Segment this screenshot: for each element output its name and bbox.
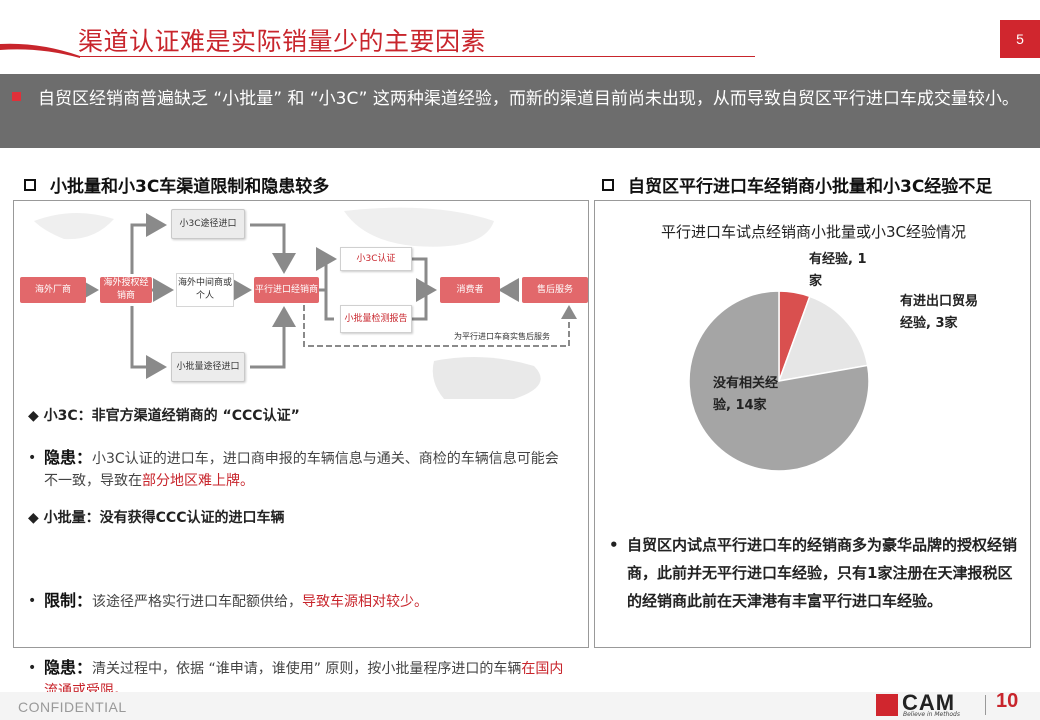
node-overseas-middleman: 海外中间商或个人 — [176, 273, 234, 307]
footer-divider — [985, 695, 986, 715]
diagram-note: 为平行进口车商实售后服务 — [454, 332, 550, 341]
right-section-heading: 自贸区平行进口车经销商小批量和小3C经验不足 — [602, 172, 992, 197]
diamond-bullet-icon: ◆ — [28, 408, 39, 424]
left-section-heading: 小批量和小3C车渠道限制和隐患较多 — [24, 172, 329, 197]
node-small-batch-report: 小批量检测报告 — [340, 305, 412, 333]
node-ccc-cert: 小3C认证 — [340, 247, 412, 271]
summary-text: 自贸区经销商普遍缺乏 “小批量” 和 “小3C” 这两种渠道经验，而新的渠道目前… — [38, 89, 1019, 109]
pie-slice-no-experience — [688, 290, 870, 472]
pie-label-experienced: 有经验, 1家 — [809, 252, 867, 289]
channel-flow-diagram: 海外厂商 海外授权经销商 海外中间商或个人 小3C途径进口 小批量途径进口 平行… — [14, 201, 590, 401]
confidential-label: CONFIDENTIAL — [18, 699, 127, 715]
right-section-heading-text: 自贸区平行进口车经销商小批量和小3C经验不足 — [628, 177, 993, 197]
summary-banner: 自贸区经销商普遍缺乏 “小批量” 和 “小3C” 这两种渠道经验，而新的渠道目前… — [0, 74, 1040, 148]
small-batch-heading: ◆ 小批量：没有获得CCC认证的进口车辆 — [28, 510, 285, 526]
node-overseas-dealer: 海外授权经销商 — [100, 277, 152, 303]
node-small-batch-route: 小批量途径进口 — [171, 352, 245, 382]
experience-pie-chart — [688, 290, 870, 472]
risk-item-1: • 隐患：小3C认证的进口车，进口商申报的车辆信息与通关、商检的车辆信息可能会不… — [28, 448, 559, 489]
left-panel: 海外厂商 海外授权经销商 海外中间商或个人 小3C途径进口 小批量途径进口 平行… — [13, 200, 590, 699]
node-parallel-dealer: 平行进口经销商 — [254, 277, 319, 303]
node-overseas-maker: 海外厂商 — [20, 277, 86, 303]
diagram-background — [34, 207, 577, 399]
diamond-bullet-icon: ◆ — [28, 510, 39, 526]
cam-logo-icon — [876, 694, 898, 716]
left-section-heading-text: 小批量和小3C车渠道限制和隐患较多 — [50, 177, 330, 197]
header-red-swoosh — [0, 43, 80, 58]
checkbox-square-icon — [602, 178, 614, 191]
checkbox-square-icon — [24, 178, 36, 191]
summary-bullet-icon — [12, 92, 21, 101]
right-panel: 平行进口车试点经销商小批量或小3C经验情况 有经验, 1家 有进出口贸易经验, … — [594, 200, 1031, 648]
node-after-sales: 售后服务 — [522, 277, 588, 303]
pie-chart-title: 平行进口车试点经销商小批量或小3C经验情况 — [660, 223, 967, 241]
page-number: 5 — [1000, 20, 1040, 58]
pie-label-trade-experience: 有进出口贸易经验, 3家 — [900, 294, 979, 331]
bullet-dot-icon: • — [609, 536, 619, 554]
limit-item: • 限制：该途径严格实行进口车配额供给，导致车源相对较少。 — [28, 591, 429, 610]
page-title: 渠道认证难是实际销量少的主要因素 — [78, 27, 487, 56]
title-underline — [78, 56, 755, 57]
bullet-dot-icon: • — [28, 660, 37, 676]
bullet-dot-icon: • — [28, 450, 37, 466]
pie-slice-trade-experience — [777, 295, 869, 382]
cam-brand: CAM — [902, 690, 956, 715]
pie-label-no-experience: 没有相关经验, 14家 — [713, 376, 779, 413]
anniversary-mark: 10 — [996, 690, 1019, 712]
node-ccc-route: 小3C途径进口 — [171, 209, 245, 239]
cam-slogan: Believe in Methods — [903, 711, 960, 718]
node-consumer: 消费者 — [440, 277, 500, 303]
footer-bar — [0, 692, 1040, 720]
bullet-dot-icon: • — [28, 593, 37, 609]
ccc-heading: ◆ 小3C：非官方渠道经销商的 “CCC认证” — [28, 408, 300, 424]
right-note: • 自贸区内试点平行进口车的经销商多为豪华品牌的授权经销商，此前并无平行进口车经… — [609, 531, 1024, 615]
